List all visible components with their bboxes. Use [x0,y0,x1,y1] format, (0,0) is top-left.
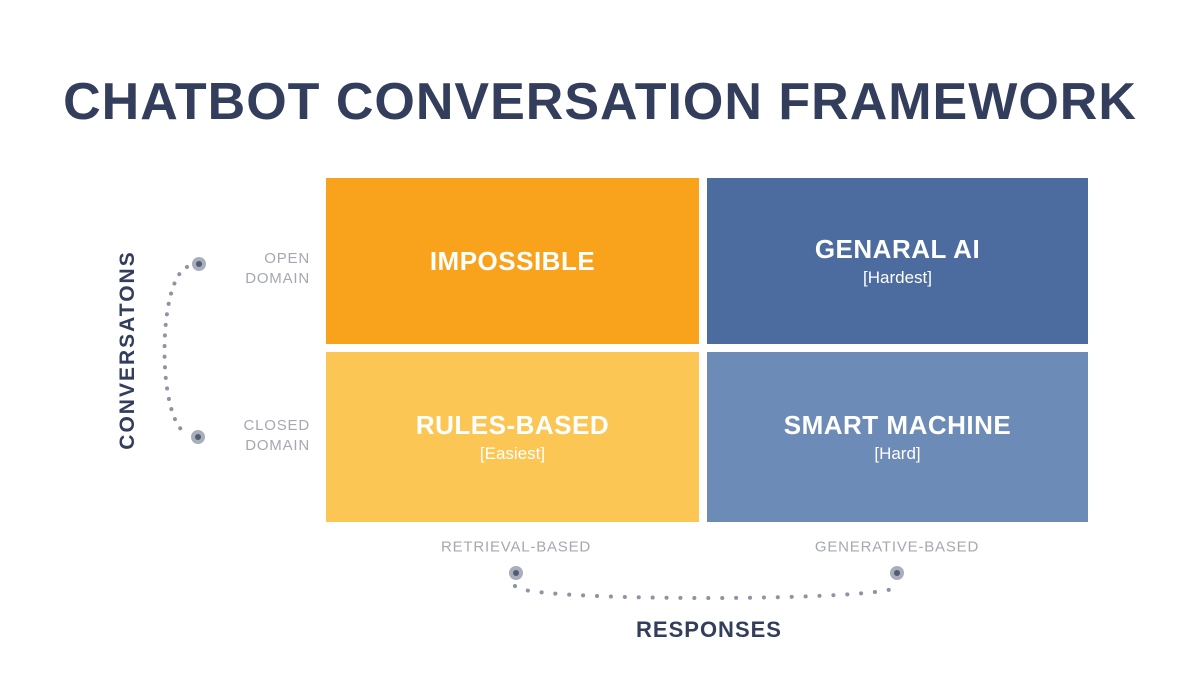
quadrant-sublabel: [Hardest] [863,268,932,287]
quadrant-label: IMPOSSIBLE [429,245,596,276]
quadrant-sublabel: [Easiest] [479,444,546,463]
quadrant-rules-based: RULES-BASED [Easiest] [326,352,699,522]
quadrant-smart-machine: SMART MACHINE [Hard] [707,352,1088,522]
x-axis-label-retrieval-based: RETRIEVAL-BASED [440,538,592,556]
arc-endpoint-dot-core [513,570,519,576]
y-axis-label-line: DOMAIN [245,437,310,454]
quadrant-genaral-ai: GENARAL AI [Hardest] [707,178,1088,344]
y-axis-label-closed-domain: CLOSED DOMAIN [244,416,311,456]
arc-endpoint-dot [890,566,904,580]
x-axis-title-responses: RESPONSES [636,617,782,642]
y-axis-label-open-domain: OPEN DOMAIN [245,249,310,289]
quadrant-impossible: IMPOSSIBLE [326,178,699,344]
conversations-bracket-arc [162,265,189,436]
quadrant-label: GENARAL AI [814,234,981,264]
x-axis-label-generative-based: GENERATIVE-BASED [814,538,980,556]
y-axis-label-line: CLOSED [243,417,310,434]
quadrant-label: SMART MACHINE [783,410,1012,440]
y-axis-title-conversations: CONVERSATONS [116,250,139,450]
quadrant-label: RULES-BASED [415,410,610,440]
y-axis-label-line: DOMAIN [245,270,310,287]
y-axis-label-line: OPEN [264,250,310,267]
quadrant-matrix: IMPOSSIBLE GENARAL AI [Hardest] RULES-BA… [326,178,1088,522]
arc-endpoint-dot-core [195,434,201,440]
arc-endpoint-dot [191,430,205,444]
arc-endpoint-dot-core [894,570,900,576]
arc-endpoint-dot [509,566,523,580]
quadrant-sublabel: [Hard] [874,444,921,463]
responses-bracket-arc [513,584,900,600]
page-title: CHATBOT CONVERSATION FRAMEWORK [63,73,1137,131]
arc-endpoint-dot-core [196,261,202,267]
arc-endpoint-dot [192,257,206,271]
